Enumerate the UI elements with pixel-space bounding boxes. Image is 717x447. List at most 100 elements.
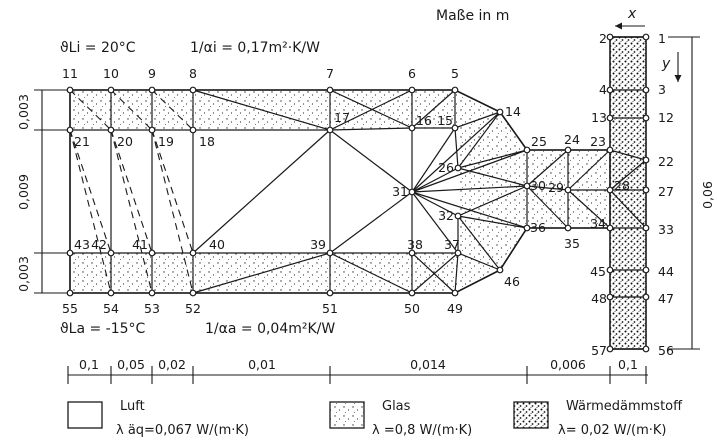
mesh-node-label: 25 [531,134,547,149]
mesh-node [606,146,614,154]
mesh-node-label: 45 [590,264,606,279]
mesh-node-label: 32 [438,208,454,223]
mesh-node-label: 9 [148,66,156,81]
mesh-node [326,86,334,94]
y-axis-arrow [674,52,682,82]
mesh-node-label: 17 [334,110,350,125]
inner-resistance-label: 1/αi = 0,17m²·K/W [190,40,320,56]
mesh-node [454,249,462,257]
mesh-edge [526,149,569,187]
mesh-node-label: 10 [103,66,119,81]
mesh-edge [329,252,413,294]
mesh-node-label: 55 [62,301,78,316]
mesh-dashed-edge [110,89,153,131]
mesh-node [642,345,650,353]
mesh-node [642,266,650,274]
mesh-node-label: 47 [658,291,674,306]
mesh-node-label: 28 [614,178,630,193]
dimension-left-2: 0,009 [16,174,31,210]
mesh-node [523,146,531,154]
mesh-edge [609,159,647,191]
legend-swatch-insulation [513,401,549,429]
mesh-edge [526,185,569,191]
mesh-edge [192,89,331,131]
mesh-node [564,186,572,194]
mesh-node-label: 44 [658,264,674,279]
mesh-node [606,86,614,94]
mesh-node [451,289,459,297]
mesh-node-label: 2 [599,31,607,46]
mesh-edge [411,191,459,217]
mesh-edge [411,127,456,193]
mesh-node [642,224,650,232]
mesh-edge [457,167,528,187]
mesh-edge [567,149,611,191]
dimension-bottom-5: 0,014 [410,357,446,372]
mesh-node [66,249,74,257]
mesh-dashed-edges [69,89,194,294]
mesh-node-label: 14 [505,104,521,119]
mesh-node [451,86,459,94]
mesh-node [408,289,416,297]
mesh-edge [329,89,413,129]
legend-insulation-name: Wärmedämmstoff [566,399,683,414]
mesh-node-label: 57 [591,343,607,358]
dimension-left-1: 0,003 [16,94,31,130]
mesh-edge [457,149,528,169]
mesh-dashed-edge [151,129,194,254]
mesh-node [189,126,197,134]
mesh-nodes [66,33,650,353]
mesh-edge [411,252,459,294]
outer-temperature-label: ϑLa = -15°C [60,321,146,337]
legend-air-name: Luft [120,399,145,414]
mesh-edge [329,89,413,131]
mesh-node [564,224,572,232]
mesh-edge [192,129,331,254]
mesh-node-label: 41 [132,237,148,252]
mesh-node-label: 36 [530,220,546,235]
mesh-node [66,289,74,297]
mesh-node [606,293,614,301]
mesh-edge [411,167,459,193]
mesh-node [606,345,614,353]
mesh-node [408,249,416,257]
mesh-node [66,126,74,134]
mesh-node-label: 15 [437,113,453,128]
mesh-node [408,86,416,94]
mesh-node [107,126,115,134]
mesh-edge [454,127,459,169]
mesh-node [189,86,197,94]
mesh-node [148,249,156,257]
mesh-node-label: 33 [658,222,674,237]
mesh-node-label: 43 [74,237,90,252]
mesh-node-label: 7 [326,66,334,81]
mesh-node-labels: 1234567891011121314151617181920212223242… [62,31,674,358]
mesh-node [326,249,334,257]
mesh-node-label: 23 [590,134,606,149]
mesh-node-label: 3 [658,82,666,97]
x-axis-arrow [615,22,645,30]
mesh-node-label: 16 [416,113,432,128]
mesh-node [642,86,650,94]
mesh-node [564,146,572,154]
mesh-node-label: 27 [658,184,674,199]
mesh-node-label: 50 [404,301,420,316]
mesh-node [496,108,504,116]
mesh-node-label: 5 [451,66,459,81]
mesh-node-label: 19 [158,134,174,149]
mesh-node [107,289,115,297]
mesh-edge [499,111,528,151]
mesh-edge [454,89,501,113]
dimension-bottom-4: 0,01 [248,357,276,372]
mesh-node-label: 24 [564,132,580,147]
left-dimension-lines [34,89,68,294]
mesh-node-label: 4 [599,82,607,97]
mesh-edge [454,269,501,294]
dimension-right: 0,06 [700,181,715,209]
mesh-node [523,182,531,190]
mesh-dashed-edge [69,89,112,131]
mesh-node [606,224,614,232]
mesh-dashed-edge [69,129,112,254]
glass-right-wedge [458,112,610,270]
mesh-node-label: 31 [392,184,408,199]
